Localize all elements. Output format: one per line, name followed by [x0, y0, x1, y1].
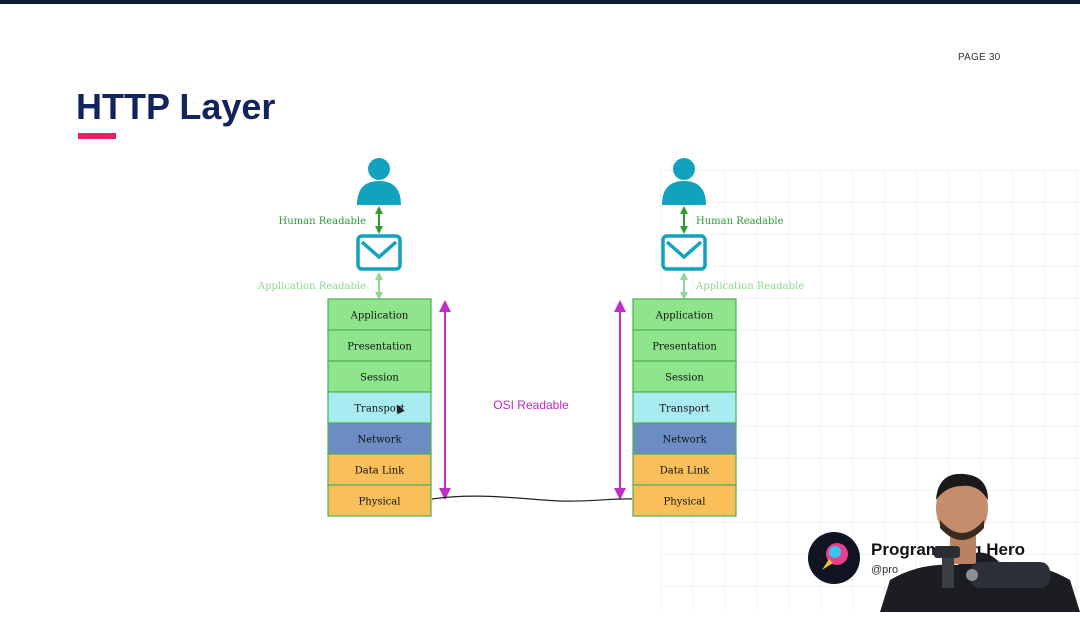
left-layer-physical-label: Physical: [359, 497, 401, 508]
right-layer-transport-box: [632, 391, 737, 424]
osi-readable-label: OSI Readable: [493, 398, 569, 412]
left-layer-presentation-label: Presentation: [347, 342, 412, 353]
left-layer-network-label: Network: [357, 435, 402, 446]
slide-title: HTTP Layer: [76, 86, 276, 127]
left-layer-physical-box: [327, 484, 432, 517]
presenter-webcam: [880, 470, 1080, 612]
right-user-icon: [662, 158, 706, 205]
left-human-label: Human Readable: [278, 216, 366, 227]
top-bar: [0, 0, 1080, 4]
left-layer-transport-label: Transport: [354, 404, 404, 415]
right-layer-physical-label: Physical: [664, 497, 706, 508]
left-layer-application-box: [327, 298, 432, 331]
right-layer-transport-label: Transport: [659, 404, 709, 415]
right-layer-network-box: [632, 422, 737, 455]
left-layer-application-label: Application: [350, 311, 409, 322]
right-osi-stack: ApplicationPresentationSessionTransportN…: [632, 298, 737, 517]
left-application-label: Application Readable: [257, 281, 366, 292]
brand-handle: @pro: [871, 564, 899, 576]
right-application-label: Application Readable: [695, 281, 804, 292]
left-envelope-icon: [356, 234, 402, 271]
left-user-icon: [357, 158, 401, 205]
right-layer-physical-box: [632, 484, 737, 517]
left-osi-stack: ApplicationPresentationSessionTransportN…: [327, 298, 432, 517]
right-layer-application-box: [632, 298, 737, 331]
right-layer-network-label: Network: [662, 435, 707, 446]
right-layer-data-link-label: Data Link: [660, 466, 710, 477]
right-layer-application-label: Application: [655, 311, 714, 322]
left-layer-network-box: [327, 422, 432, 455]
right-envelope-icon: [661, 234, 707, 271]
page-number: PAGE 30: [958, 52, 1001, 63]
right-human-label: Human Readable: [696, 216, 784, 227]
left-layer-data-link-box: [327, 453, 432, 486]
right-layer-session-label: Session: [665, 373, 704, 384]
right-layer-data-link-box: [632, 453, 737, 486]
brand-logo: [808, 532, 860, 584]
right-layer-presentation-box: [632, 329, 737, 362]
right-layer-session-box: [632, 360, 737, 393]
physical-link-cable: [431, 495, 633, 502]
right-layer-presentation-label: Presentation: [652, 342, 717, 353]
left-layer-session-label: Session: [360, 373, 399, 384]
left-layer-data-link-label: Data Link: [355, 466, 405, 477]
title-underline: [78, 133, 116, 139]
